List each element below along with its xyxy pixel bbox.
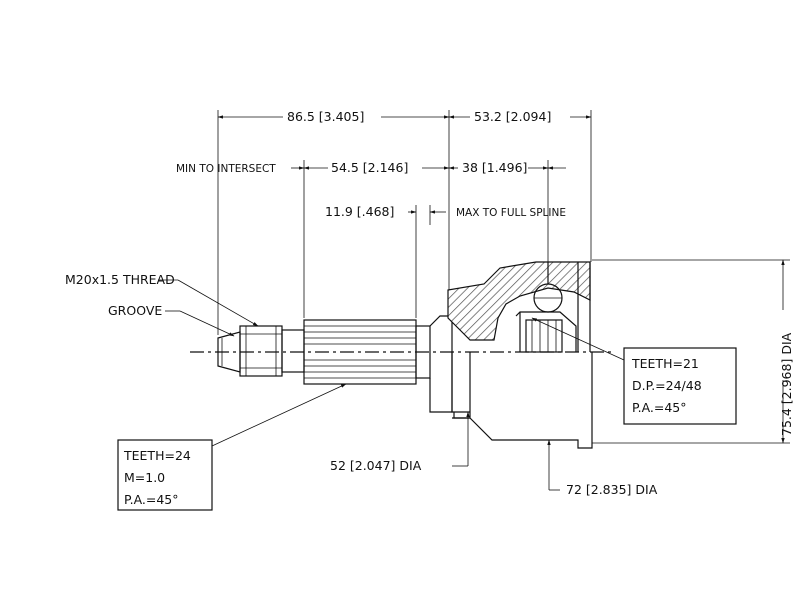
dim-spline-to-center: 38 [1.496] [462, 160, 527, 175]
groove-neck [281, 329, 305, 373]
dimension-geometry [158, 110, 790, 491]
spline-teeth [304, 325, 416, 379]
dimension-labels: 86.5 [3.405] 53.2 [2.094] MIN TO INTERSE… [65, 109, 794, 497]
part-outline [190, 261, 615, 449]
outer-teeth: TEETH=24 [123, 448, 191, 463]
inner-pressure-angle: P.A.=45° [632, 400, 687, 415]
dim-housing-length: 53.2 [2.094] [474, 109, 551, 124]
outer-spline-spec-box: TEETH=24 M=1.0 P.A.=45° [117, 439, 213, 511]
thread-callout: M20x1.5 THREAD [65, 272, 175, 287]
outer-pressure-angle: P.A.=45° [124, 492, 179, 507]
inner-diametral-pitch: D.P.=24/48 [632, 378, 702, 393]
dim-seal-offset: 11.9 [.468] [325, 204, 394, 219]
seal-step [415, 325, 431, 379]
inner-spline-spec-box: TEETH=21 D.P.=24/48 P.A.=45° [623, 347, 737, 425]
min-to-intersect-label: MIN TO INTERSECT [176, 163, 276, 175]
inner-teeth: TEETH=21 [631, 356, 699, 371]
dim-neck-dia: 52 [2.047] DIA [330, 458, 422, 473]
inner-race [515, 311, 577, 352]
dim-min-to-intersect: 54.5 [2.146] [331, 160, 408, 175]
neck-flare [429, 315, 453, 413]
inner-spline [525, 319, 563, 353]
groove-callout: GROOVE [108, 303, 162, 318]
max-to-full-spline-label: MAX TO FULL SPLINE [456, 207, 566, 219]
dim-overall-stub: 86.5 [3.405] [287, 109, 364, 124]
dim-outer-dia: 75.4 [2.968] DIA [779, 332, 794, 436]
housing-section-hatch [447, 261, 591, 341]
housing-body [451, 352, 593, 449]
outer-module: M=1.0 [124, 470, 165, 485]
dim-housing-dia: 72 [2.835] DIA [566, 482, 658, 497]
